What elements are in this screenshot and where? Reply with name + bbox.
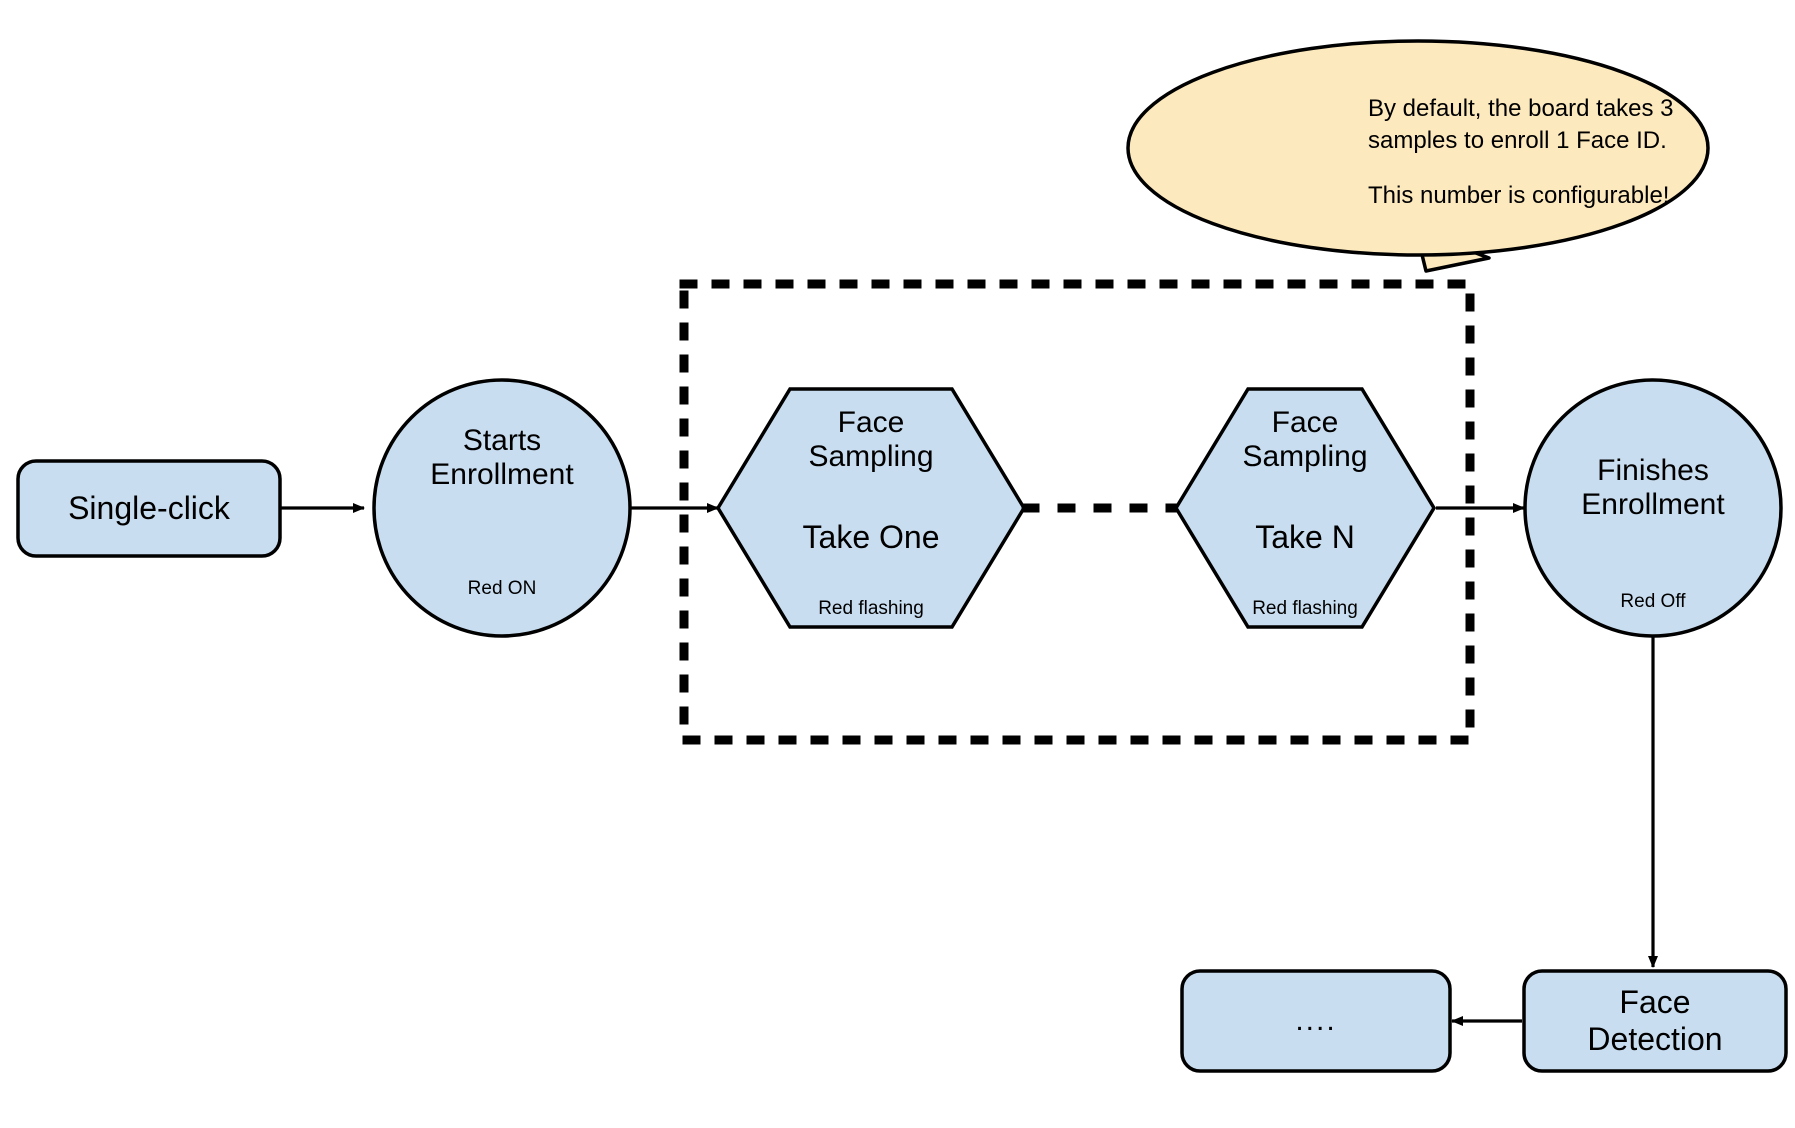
callout-line-2: samples to enroll 1 Face ID. — [1368, 127, 1667, 155]
face-sampling-n-shape[interactable] — [1173, 387, 1437, 629]
single-click-shape[interactable] — [16, 459, 282, 558]
callout-line-3: This number is configurable! — [1368, 181, 1670, 209]
continuation-shape[interactable] — [1180, 969, 1452, 1073]
sampling-group-box — [679, 279, 1475, 745]
callout-line-1: By default, the board takes 3 — [1368, 95, 1674, 122]
callout-text-block: By default, the board takes 3 samples to… — [1368, 93, 1718, 212]
finishes-enrollment-shape[interactable] — [1523, 378, 1783, 638]
callout-balloon-shape — [1126, 39, 1710, 257]
callout-spacer — [1368, 158, 1718, 180]
face-sampling-one-shape[interactable] — [715, 387, 1027, 629]
face-detection-shape[interactable] — [1522, 969, 1788, 1073]
starts-enrollment-shape[interactable] — [372, 378, 632, 638]
